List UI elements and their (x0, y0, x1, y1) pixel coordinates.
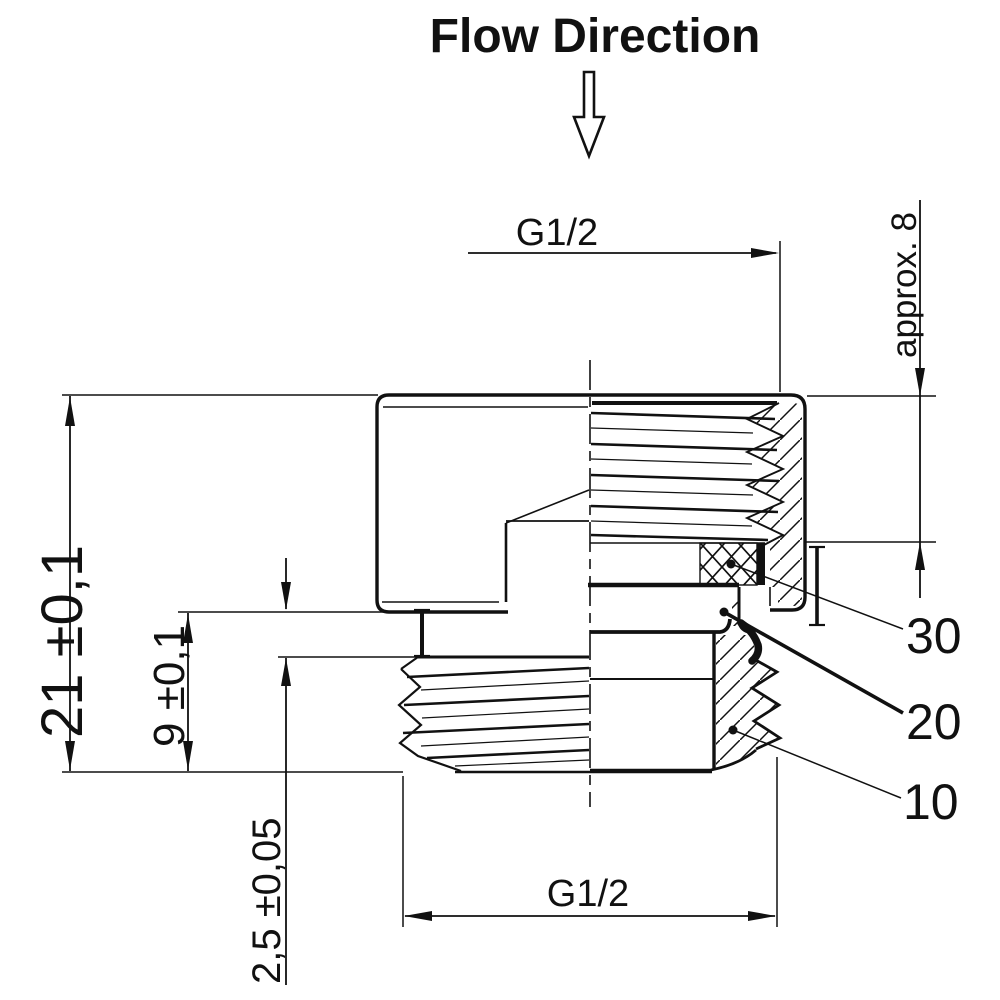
arrowhead-right-icon (748, 911, 776, 921)
lower-wall-hatch (716, 635, 780, 768)
drawing-title: Flow Direction (430, 10, 761, 63)
upper-body-nut (375, 393, 807, 614)
arrowhead-up-icon (915, 542, 925, 570)
arrowhead-up-icon (65, 397, 75, 426)
arrowhead-down-icon (915, 368, 925, 396)
arrowhead-down-icon (281, 582, 291, 610)
reference-mark-right (809, 545, 825, 627)
label-overall-height: 21 ±0,1 (30, 545, 95, 738)
nut-outline-right (389, 393, 807, 612)
nut-outline-left (375, 393, 508, 614)
callout-10: 10 (728, 725, 959, 830)
label-lower-height: 9 ±0,1 (145, 625, 194, 747)
arrowhead-right-icon (751, 248, 779, 258)
dimension-lower-height: 9 ±0,1 (145, 611, 420, 771)
arrowhead-down-icon (65, 741, 75, 770)
label-top-thread: G1/2 (516, 212, 598, 254)
male-thread-profile-right (749, 657, 783, 751)
arrowhead-left-icon (404, 911, 432, 921)
dimension-overall-height: 21 ±0,1 (30, 394, 403, 773)
dimension-top-thread: G1/2 (468, 212, 781, 392)
dimension-gap: 2,5 ±0,05 (245, 558, 417, 985)
arrowhead-up-icon (183, 614, 193, 643)
callout-30-number: 30 (906, 608, 962, 664)
male-thread-profile-left (397, 668, 462, 773)
flow-direction-arrow-icon (572, 70, 606, 160)
callout-10-number: 10 (903, 774, 959, 830)
label-gap: 2,5 ±0,05 (245, 817, 289, 984)
arrowhead-up-icon (281, 658, 291, 686)
callout-20-number: 20 (906, 694, 962, 750)
nut-wall-hatch (747, 403, 802, 606)
label-engagement: approx. 8 (885, 212, 924, 358)
lower-part-fitting (397, 582, 783, 774)
female-thread-lines (590, 411, 780, 542)
reference-mark-left (414, 608, 430, 658)
callout-20: 20 (719, 607, 962, 750)
label-bottom-thread: G1/2 (547, 873, 629, 915)
male-thread-lines (402, 666, 590, 767)
dimension-bottom-thread: G1/2 (402, 757, 778, 927)
seal-ring-20 (737, 619, 763, 665)
dimension-engagement: approx. 8 (806, 200, 936, 598)
female-thread-profile (744, 402, 786, 547)
arrowhead-down-icon (183, 741, 193, 770)
callout-30: 30 (726, 559, 962, 664)
